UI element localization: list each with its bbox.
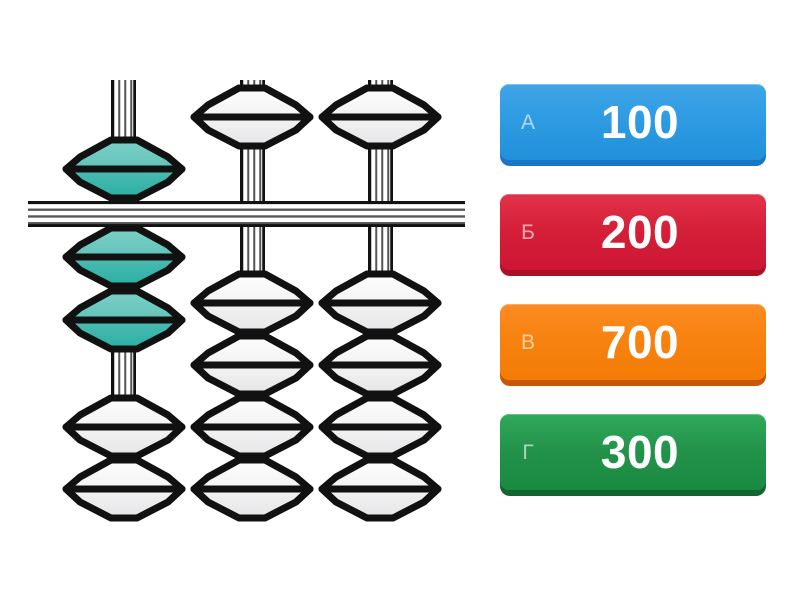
bead-rod2-earth-4[interactable] [190,456,314,522]
answer-option-a-face[interactable]: А 100 [500,84,766,160]
abacus-rod-2[interactable] [190,80,314,522]
answer-option-b-text: 200 [600,206,680,258]
bead-rod1-earth-1[interactable] [62,224,186,290]
abacus-illustration [28,80,465,522]
bead-rod1-heaven-1[interactable] [62,136,186,202]
answer-option-d-text: 300 [600,426,680,478]
bead-rod2-earth-1[interactable] [190,270,314,336]
answer-option-a-letter: А [520,110,535,134]
bead-rod2-earth-3[interactable] [190,394,314,460]
bead-rod3-earth-1[interactable] [318,270,442,336]
answer-option-c-text: 700 [600,316,680,368]
answer-option-c[interactable]: В 700 [500,304,766,386]
answer-option-d-letter: Г [522,440,534,464]
bead-rod1-earth-4[interactable] [62,456,186,522]
bead-rod3-earth-2[interactable] [318,332,442,398]
bead-rod3-earth-4[interactable] [318,456,442,522]
bead-rod1-earth-3[interactable] [62,394,186,460]
answer-option-b[interactable]: Б 200 [500,194,766,276]
answer-option-c-face[interactable]: В 700 [500,304,766,380]
bead-rod1-earth-2[interactable] [62,287,186,353]
abacus-rod-1[interactable] [62,80,186,522]
answer-option-c-letter: В [520,330,535,354]
answer-option-b-face[interactable]: Б 200 [500,194,766,270]
bead-rod3-heaven-1[interactable] [318,84,442,150]
bead-rod2-heaven-1[interactable] [190,84,314,150]
abacus-crossbeam [28,201,465,227]
answer-option-d-face[interactable]: Г 300 [500,414,766,490]
answer-option-d[interactable]: Г 300 [500,414,766,496]
answer-option-a[interactable]: А 100 [500,84,766,166]
abacus-svg [28,80,465,522]
bead-rod3-earth-3[interactable] [318,394,442,460]
answer-option-b-letter: Б [521,220,535,244]
answer-option-a-text: 100 [600,96,680,148]
answer-options-list: А 100 Б 200 В 700 Г 300 [500,84,766,496]
abacus-rod-3[interactable] [318,80,442,522]
bead-rod2-earth-2[interactable] [190,332,314,398]
